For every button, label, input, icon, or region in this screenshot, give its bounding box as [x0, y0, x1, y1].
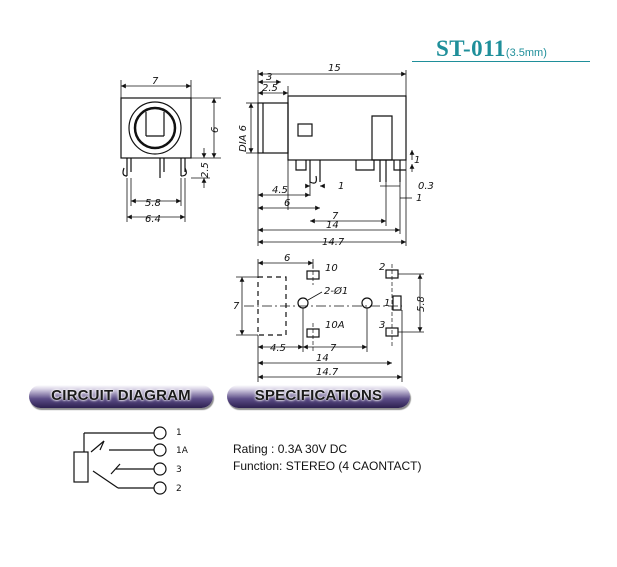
- pad-label-2: 2: [379, 262, 385, 273]
- circuit-terminal-1: [153, 426, 167, 440]
- front-pin-hooks: [122, 167, 187, 177]
- pin-label-1a: 1A: [176, 446, 189, 456]
- pad-label-10a: 10A: [325, 320, 345, 331]
- circuit-spring-1-tip: [99, 440, 105, 451]
- pcb-hole-left: [297, 297, 309, 309]
- dim-pcb-left: 7: [233, 301, 240, 312]
- circuit-diagram-heading: CIRCUIT DIAGRAM: [29, 385, 213, 408]
- pcb-layout: [236, 259, 424, 382]
- pad-label-3: 3: [379, 320, 385, 331]
- spec-rating: Rating : 0.3A 30V DC: [233, 442, 348, 456]
- circuit-labels: 1 1A 3 2: [176, 428, 189, 494]
- circuit-terminal-2: [153, 481, 167, 495]
- front-body: [120, 97, 192, 159]
- front-contact: [145, 112, 165, 137]
- circuit-terminal-3: [153, 462, 167, 476]
- pcb-hole-right: [361, 297, 373, 309]
- dim-side-d1: 4.5: [272, 185, 288, 196]
- pcb-layout-labels: 6 7 5.8 2-Ø1 10 10A 2 3 1 4.5 7 14 14.7: [233, 253, 427, 378]
- side-window: [297, 123, 313, 137]
- circuit-diagram-heading-label: CIRCUIT DIAGRAM: [51, 387, 191, 404]
- front-pins: [126, 158, 186, 178]
- front-socket-hole: [133, 106, 177, 150]
- circuit-spring-1: [90, 440, 105, 453]
- pin-label-2: 2: [176, 484, 182, 494]
- dim-side-diameter: DIA 6: [238, 125, 249, 152]
- spec-function: Function: STEREO (4 CAONTACT): [233, 459, 422, 473]
- dim-pcb-hole: 2-Ø1: [324, 285, 348, 297]
- dim-side-p2: 0.3: [418, 181, 434, 192]
- circuit-plug: [73, 451, 89, 483]
- dim-side-p4: 1: [414, 155, 420, 166]
- dim-pcb-right: 5.8: [416, 296, 427, 312]
- pad-label-10: 10: [325, 263, 338, 274]
- circuit-spring-2: [92, 470, 119, 489]
- dim-front-pin-spacing: 5.8: [145, 198, 161, 209]
- model-size: (3.5mm): [505, 47, 547, 59]
- side-body: [287, 95, 407, 161]
- side-view-labels: 15 3 2.5 DIA 6 4.5 6 7 14 14.7 1 0.3 1 1: [238, 63, 434, 248]
- front-outer-ring: [128, 101, 182, 155]
- dim-side-d5: 14.7: [322, 237, 345, 248]
- dim-front-height: 6: [210, 127, 221, 133]
- circuit-terminal-1a: [153, 443, 167, 457]
- dim-side-d2: 6: [284, 198, 290, 209]
- side-contact-block: [371, 115, 393, 161]
- dim-front-pin-height: 2.5: [200, 162, 211, 178]
- dim-front-width: 7: [152, 76, 159, 87]
- circuit-diagram: [73, 426, 167, 495]
- side-base-tabs: [295, 160, 406, 171]
- dim-side-p3: 1: [416, 193, 422, 204]
- dim-side-a: 3: [266, 72, 272, 83]
- title-underline: [412, 61, 590, 62]
- dim-side-length: 15: [328, 63, 341, 74]
- dim-side-b: 2.5: [262, 83, 278, 94]
- front-view: [120, 80, 221, 222]
- front-view-labels: 7 6 2.5 5.8 6.4: [145, 76, 221, 225]
- dim-pcb-45: 4.5: [270, 343, 286, 354]
- dim-pcb-top: 6: [284, 253, 290, 264]
- side-pins: [309, 160, 401, 184]
- dim-pcb-14: 14: [316, 353, 329, 364]
- model-number: ST-011: [436, 36, 506, 61]
- dim-side-d3: 7: [332, 211, 339, 222]
- pcb-pad-1: [392, 295, 402, 311]
- pad-label-1: 1: [384, 298, 390, 309]
- dim-pcb-147: 14.7: [316, 367, 339, 378]
- dim-side-d4: 14: [326, 220, 339, 231]
- model-title: ST-011(3.5mm): [436, 36, 547, 62]
- dim-side-p1: 1: [338, 181, 344, 192]
- dim-front-base-width: 6.4: [145, 214, 161, 225]
- pin-label-1: 1: [176, 428, 182, 438]
- side-view: [246, 70, 415, 246]
- circuit-spring-3: [110, 463, 121, 475]
- specifications-heading-label: SPECIFICATIONS: [254, 387, 383, 404]
- specifications-heading: SPECIFICATIONS: [227, 385, 410, 408]
- dim-pcb-7: 7: [330, 343, 337, 354]
- pin-label-3: 3: [176, 465, 182, 475]
